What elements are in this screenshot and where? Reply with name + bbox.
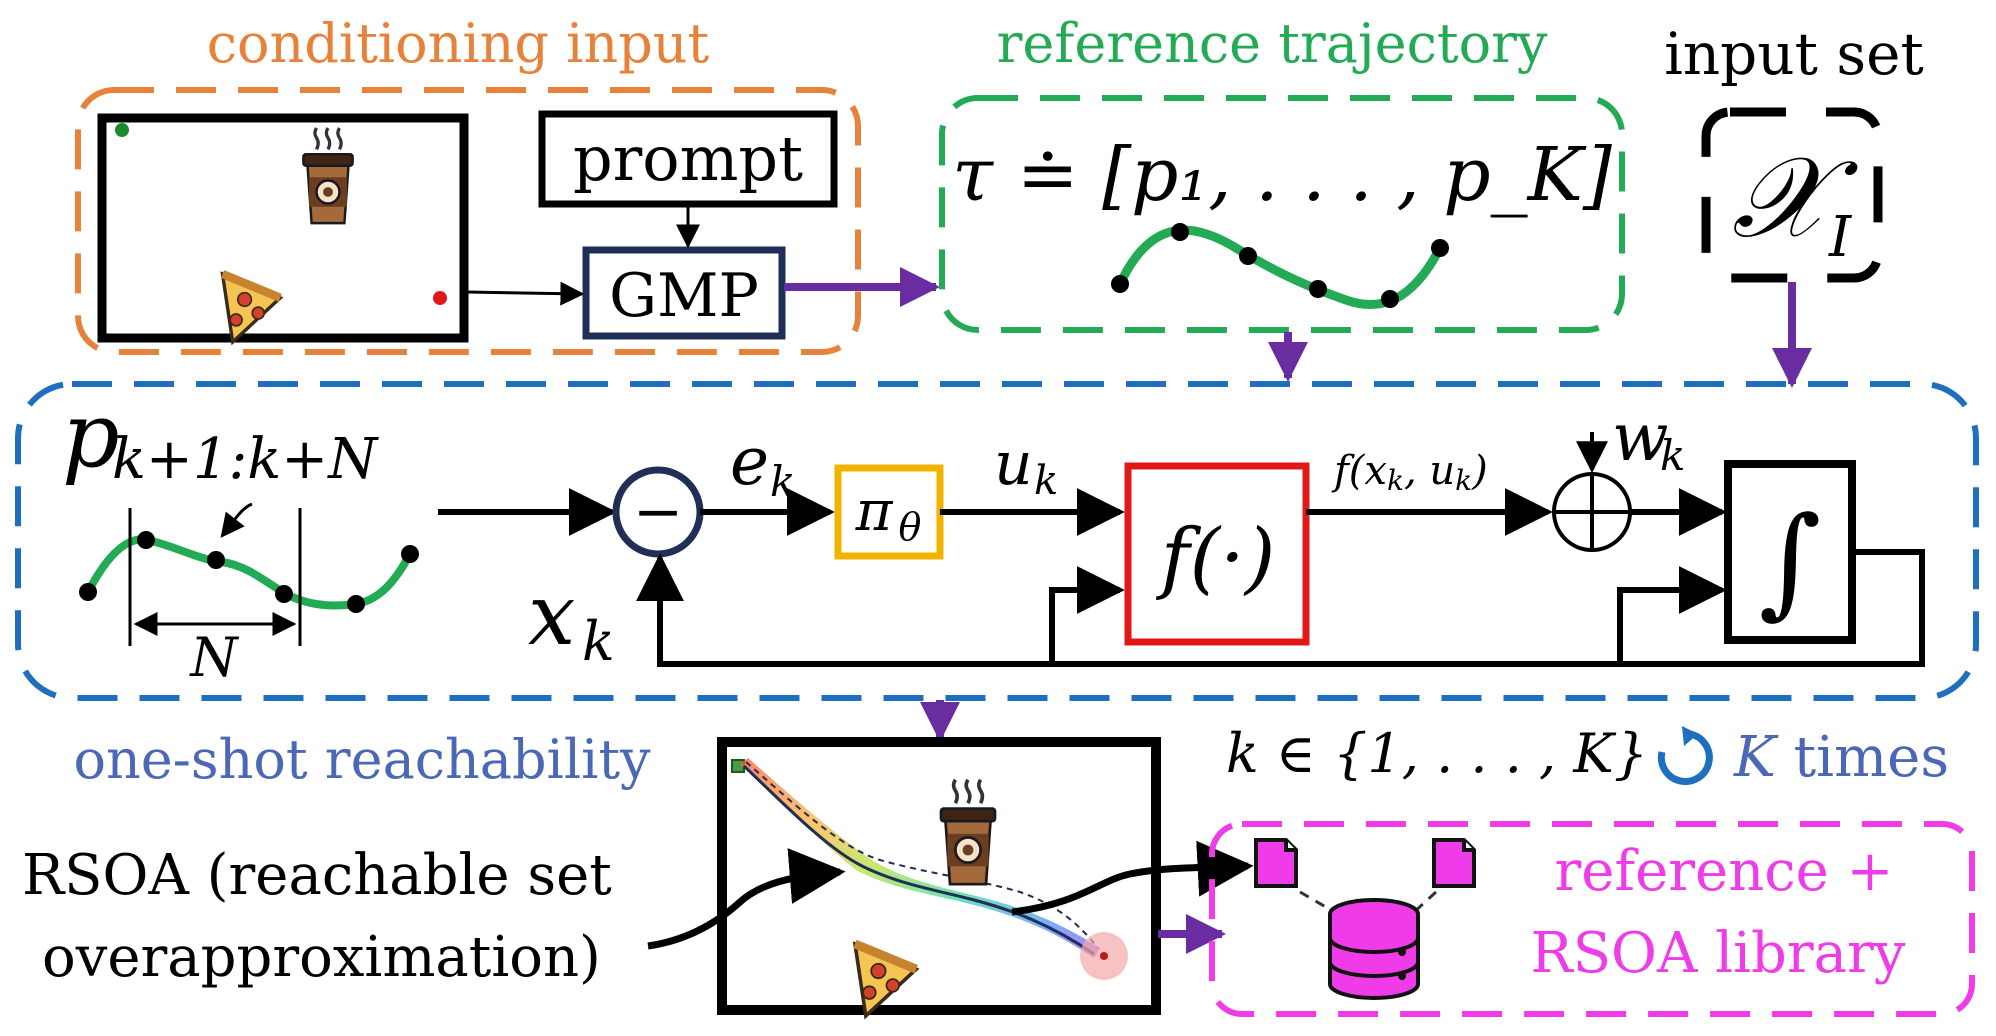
- integrator-output-line: [636, 549, 1925, 667]
- waypoint: [1111, 275, 1129, 293]
- database-icon: [1328, 898, 1420, 1000]
- rsoa-label-line1: RSOA (reachable set: [22, 843, 612, 908]
- environment-map: [97, 113, 469, 343]
- x-k-label: x: [528, 566, 575, 664]
- conditioning-input-title: conditioning input: [207, 12, 710, 75]
- p-window-label: p k+1:k+N: [62, 383, 379, 492]
- gmp-box: [582, 246, 786, 340]
- k-times-label: K times: [1733, 725, 1949, 790]
- k-range-label: k ∈ {1, . . . , K}: [1226, 722, 1648, 785]
- integrator-box: [1724, 460, 1856, 644]
- u-k-label: u: [994, 429, 1033, 499]
- reachability-trajectory: [742, 764, 1095, 956]
- input-set-frame: [1701, 107, 1883, 283]
- library-label-line2: RSOA library: [1531, 921, 1906, 986]
- policy-theta: θ: [899, 505, 922, 549]
- trajectory-to-library-arrow: [1011, 840, 1254, 916]
- library-frame: [1209, 821, 1975, 1017]
- horizon-point: [207, 551, 225, 569]
- rsoa-label-line2: overapproximation): [42, 925, 601, 990]
- p-window-symbol: p: [62, 383, 120, 488]
- rsoa-pointer-arrow: [647, 848, 846, 950]
- state-to-integrator-line: [1617, 566, 1727, 664]
- p-window-subscript: k+1:k+N: [112, 427, 379, 492]
- horizon-N: N: [188, 626, 239, 689]
- prompt-box: [538, 110, 838, 208]
- horizon-point: [401, 545, 419, 563]
- one-shot-reachability-title: one-shot reachability: [73, 728, 651, 791]
- start-marker: [731, 759, 745, 773]
- x-k-subscript: k: [582, 610, 615, 673]
- f-xu-label: f(xk, uk): [1331, 448, 1488, 497]
- document-icon: [1432, 838, 1476, 888]
- conditioning-input-frame: [75, 87, 861, 355]
- input-set-title: input set: [1664, 20, 1924, 88]
- goal-point: [433, 291, 447, 305]
- integrator-symbol: ∫: [1759, 492, 1822, 631]
- horizon-point: [347, 595, 365, 613]
- waypoint: [1239, 247, 1257, 265]
- horizon-point: [137, 531, 155, 549]
- w-k-subscript: k: [1660, 431, 1685, 480]
- prompt-label: prompt: [573, 122, 803, 195]
- tau-formula: τ ≐ [p₁, . . . , p_K]: [952, 132, 1612, 218]
- horizon-curve: [84, 535, 414, 610]
- dynamics-box: [1124, 462, 1310, 646]
- document-icon: [1254, 838, 1298, 888]
- w-k-label: w: [1612, 399, 1669, 476]
- policy-pi: π: [855, 479, 894, 544]
- u-k-subscript: k: [1034, 458, 1058, 504]
- loop-arrow-icon: [1657, 726, 1713, 785]
- horizon-point: [79, 583, 97, 601]
- reference-dashed-path: [745, 761, 1099, 949]
- horizon-point: [275, 585, 293, 603]
- reference-trajectory-frame: [939, 95, 1625, 333]
- sum-minus-sign: −: [633, 477, 683, 547]
- dynamics-label: f(·): [1156, 513, 1276, 603]
- waypoint: [1381, 290, 1399, 308]
- horizon-pointer-arrow: [220, 502, 253, 538]
- waypoint: [1171, 223, 1189, 241]
- waypoint: [1431, 239, 1449, 257]
- library-label-line1: reference +: [1555, 839, 1894, 904]
- e-k-subscript: k: [770, 457, 795, 506]
- gmp-label: GMP: [609, 261, 759, 331]
- map-to-gmp-arrow: [465, 281, 585, 306]
- input-set-subscript: I: [1828, 205, 1853, 270]
- e-k-label: e: [730, 423, 769, 500]
- goal-point: [1100, 952, 1108, 960]
- reference-trajectory-title: reference trajectory: [997, 12, 1548, 75]
- reachable-set-tube: [740, 758, 1100, 958]
- waypoint: [1309, 280, 1327, 298]
- state-to-dynamics-line: [1049, 566, 1125, 664]
- start-point: [115, 123, 129, 137]
